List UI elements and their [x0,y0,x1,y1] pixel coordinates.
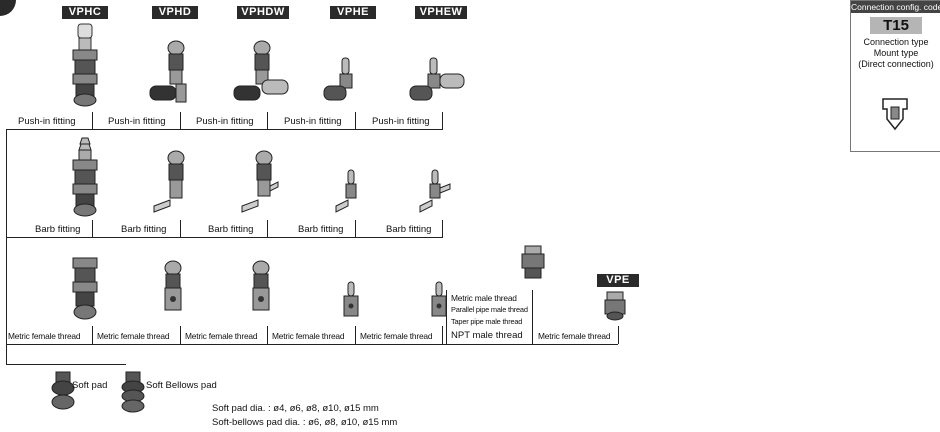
vphdw-push-in-label: Push-in fitting [196,116,254,127]
divider [532,290,533,344]
series-header-vphdw: VPHDW [237,6,289,19]
divider [442,326,443,344]
config-desc-line2: Mount type [873,48,919,58]
vphe-push-in-label: Push-in fitting [284,116,342,127]
vphew-push-in-image [409,57,465,101]
vphe-thread-label: Metric female thread [272,331,345,341]
vphd-barb-label: Barb fitting [121,224,167,235]
vphe-barb-image [335,169,357,213]
vphc-thread-image [72,257,98,320]
divider [355,220,356,238]
row-rule [6,237,442,238]
soft-bellows-dia-note: Soft-bellows pad dia. : ø6, ø8, ø10, ø15… [212,417,398,428]
direct-connection-icon [882,98,908,131]
divider [442,220,443,238]
vphdw-thread-image [252,260,270,311]
divider [618,326,619,344]
row-rule [6,344,618,345]
divider [446,290,447,344]
divider [180,326,181,344]
soft-pad-image [51,371,75,410]
vphe-barb-label: Barb fitting [298,224,344,235]
tree-trunk [6,344,7,364]
connection-config-box: Connection config. code T15 Connection t… [850,0,940,152]
vphdw-barb-label: Barb fitting [208,224,254,235]
vphew-barb-image [419,169,451,213]
divider [92,326,93,344]
vphdw-thread-label: Metric female thread [185,331,258,341]
vphc-push-in-label: Push-in fitting [18,116,76,127]
config-desc-line1: Connection type [863,37,929,47]
series-header-vphc: VPHC [62,6,108,19]
vphe-thread-image [343,281,359,317]
divider [180,112,181,130]
tree-trunk [6,129,7,365]
vphe-push-in-image [323,57,353,101]
soft-bellows-pad-image [121,371,145,413]
series-header-vphd: VPHD [152,6,198,19]
vphew-push-in-label: Push-in fitting [372,116,430,127]
vphc-push-in-image [72,23,98,107]
soft-pad-label: Soft pad [72,380,108,391]
divider [267,220,268,238]
soft-pad-dia-note: Soft pad dia. : ø4, ø6, ø8, ø10, ø15 mm [212,403,379,414]
divider [92,220,93,238]
divider [180,220,181,238]
vphdw-push-in-image [233,40,289,101]
soft-bellows-pad-label: Soft Bellows pad [146,380,217,391]
row-rule [6,129,442,130]
divider [267,326,268,344]
vphc-barb-image [72,137,98,217]
thread-option-npt: NPT male thread [451,330,523,341]
vphd-push-in-image [149,40,187,103]
divider [355,326,356,344]
vphew-barb-label: Barb fitting [386,224,432,235]
vphew-thread-label: Metric female thread [360,331,433,341]
section-marker [0,0,16,16]
series-header-vphe: VPHE [330,6,376,19]
config-desc-line3: (Direct connection) [858,59,934,69]
pads-rule [6,364,126,365]
config-code: T15 [870,17,922,34]
vphc-thread-label: Metric female thread [8,331,81,341]
vpe-image [604,291,626,321]
divider [442,112,443,130]
vphd-thread-image [164,260,182,311]
vphd-barb-image [153,150,185,213]
divider [92,112,93,130]
thread-option-metric-male: Metric male thread [451,293,517,303]
thread-option-parallel-pipe: Parallel pipe male thread [451,305,528,314]
divider [355,112,356,130]
vphd-push-in-label: Push-in fitting [108,116,166,127]
vphdw-barb-image [241,150,279,213]
male-thread-fitting-image [521,245,545,279]
config-box-title: Connection config. code [851,1,940,13]
series-header-vpe: VPE [597,274,639,287]
vphc-barb-label: Barb fitting [35,224,81,235]
divider [267,112,268,130]
vphd-thread-label: Metric female thread [97,331,170,341]
series-header-vphew: VPHEW [415,6,467,19]
vpe-thread-label: Metric female thread [538,331,611,341]
thread-option-taper-pipe: Taper pipe male thread [451,317,523,326]
